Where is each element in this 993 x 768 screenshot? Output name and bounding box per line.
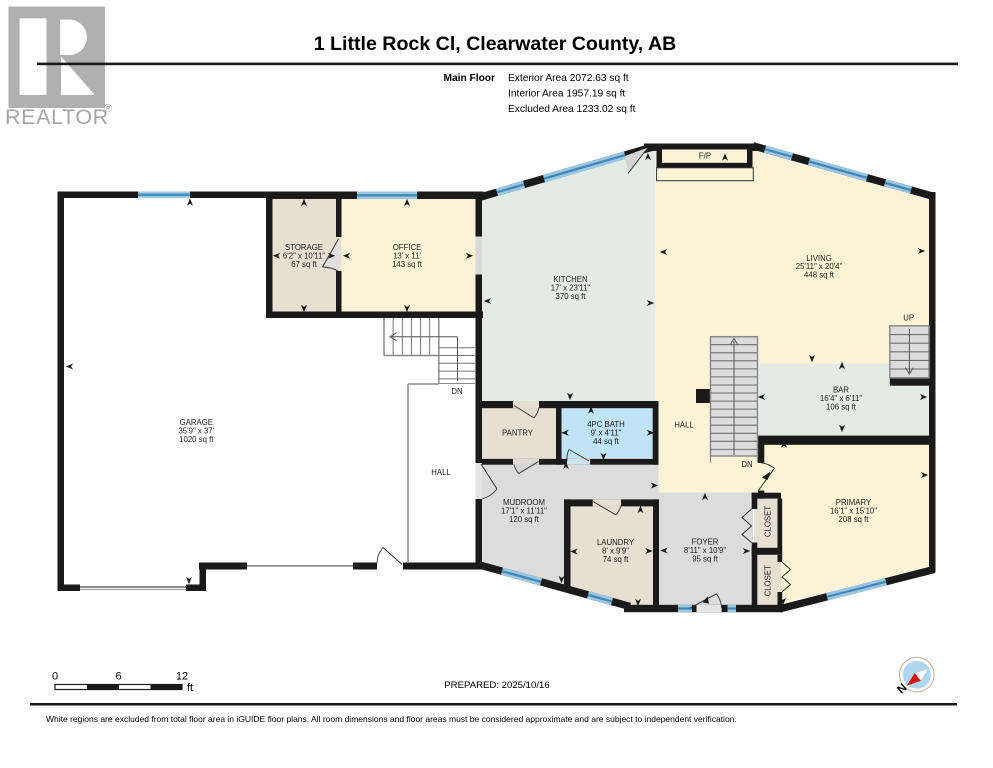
svg-text:®: ® bbox=[104, 103, 112, 115]
svg-text:CLOSET: CLOSET bbox=[764, 565, 773, 596]
svg-text:1020 sq ft: 1020 sq ft bbox=[179, 435, 214, 444]
svg-text:6: 6 bbox=[115, 671, 121, 683]
svg-text:KITCHEN: KITCHEN bbox=[553, 275, 587, 284]
svg-text:Main Floor: Main Floor bbox=[444, 73, 496, 84]
svg-text:95 sq ft: 95 sq ft bbox=[692, 554, 718, 563]
svg-text:1 Little Rock Cl, Clearwater C: 1 Little Rock Cl, Clearwater County, AB bbox=[314, 33, 677, 55]
svg-text:16'1" x 15'10": 16'1" x 15'10" bbox=[830, 507, 877, 516]
svg-text:BAR: BAR bbox=[833, 386, 849, 395]
svg-text:44 sq ft: 44 sq ft bbox=[593, 437, 619, 446]
svg-text:74 sq ft: 74 sq ft bbox=[603, 555, 629, 564]
svg-text:0: 0 bbox=[52, 671, 58, 683]
svg-text:HALL: HALL bbox=[674, 421, 694, 430]
svg-text:STORAGE: STORAGE bbox=[285, 243, 323, 252]
svg-text:PANTRY: PANTRY bbox=[502, 429, 534, 438]
svg-text:17'1" x 11'11": 17'1" x 11'11" bbox=[501, 507, 547, 516]
svg-text:CLOSET: CLOSET bbox=[764, 506, 773, 537]
svg-text:F/P: F/P bbox=[699, 152, 711, 161]
svg-text:ft: ft bbox=[187, 682, 193, 694]
svg-text:White regions are excluded fro: White regions are excluded from total fl… bbox=[46, 714, 737, 724]
svg-text:16'4" x 6'11": 16'4" x 6'11" bbox=[820, 394, 862, 403]
svg-text:12: 12 bbox=[176, 671, 188, 683]
svg-text:6'2" x 10'11": 6'2" x 10'11" bbox=[283, 252, 325, 261]
svg-text:PRIMARY: PRIMARY bbox=[836, 498, 872, 507]
svg-text:GARAGE: GARAGE bbox=[180, 418, 213, 427]
svg-text:Excluded Area 1233.02 sq ft: Excluded Area 1233.02 sq ft bbox=[508, 104, 636, 115]
svg-text:35'9" x 37': 35'9" x 37' bbox=[178, 427, 214, 436]
svg-text:DN: DN bbox=[451, 387, 462, 396]
svg-text:HALL: HALL bbox=[431, 468, 451, 477]
svg-text:120 sq ft: 120 sq ft bbox=[509, 515, 540, 524]
svg-text:9' x 4'11": 9' x 4'11" bbox=[591, 429, 622, 438]
svg-text:Exterior Area 2072.63 sq ft: Exterior Area 2072.63 sq ft bbox=[508, 73, 629, 84]
svg-text:208 sq ft: 208 sq ft bbox=[839, 515, 870, 524]
svg-text:LIVING: LIVING bbox=[806, 254, 832, 263]
svg-text:8' x 9'9": 8' x 9'9" bbox=[602, 547, 629, 556]
svg-text:OFFICE: OFFICE bbox=[393, 243, 422, 252]
svg-text:UP: UP bbox=[903, 314, 914, 323]
svg-text:448 sq ft: 448 sq ft bbox=[804, 271, 835, 280]
svg-text:DN: DN bbox=[741, 460, 752, 469]
svg-text:25'11" x 20'4": 25'11" x 20'4" bbox=[796, 262, 843, 271]
svg-text:FOYER: FOYER bbox=[692, 538, 719, 547]
svg-text:143 sq ft: 143 sq ft bbox=[392, 260, 423, 269]
svg-text:LAUNDRY: LAUNDRY bbox=[597, 538, 635, 547]
svg-text:370 sq ft: 370 sq ft bbox=[556, 292, 587, 301]
svg-text:PREPARED: 2025/10/16: PREPARED: 2025/10/16 bbox=[444, 680, 549, 691]
svg-text:Interior Area 1957.19 sq ft: Interior Area 1957.19 sq ft bbox=[508, 88, 625, 99]
svg-text:4PC BATH: 4PC BATH bbox=[587, 420, 625, 429]
svg-text:8'11" x 10'9": 8'11" x 10'9" bbox=[684, 546, 726, 555]
svg-text:106 sq ft: 106 sq ft bbox=[826, 403, 857, 412]
svg-text:17' x 23'11": 17' x 23'11" bbox=[551, 284, 591, 293]
svg-text:13' x 11': 13' x 11' bbox=[393, 252, 421, 261]
svg-text:67 sq ft: 67 sq ft bbox=[291, 260, 317, 269]
svg-text:REALTOR: REALTOR bbox=[5, 105, 109, 129]
svg-text:MUDROOM: MUDROOM bbox=[503, 498, 545, 507]
